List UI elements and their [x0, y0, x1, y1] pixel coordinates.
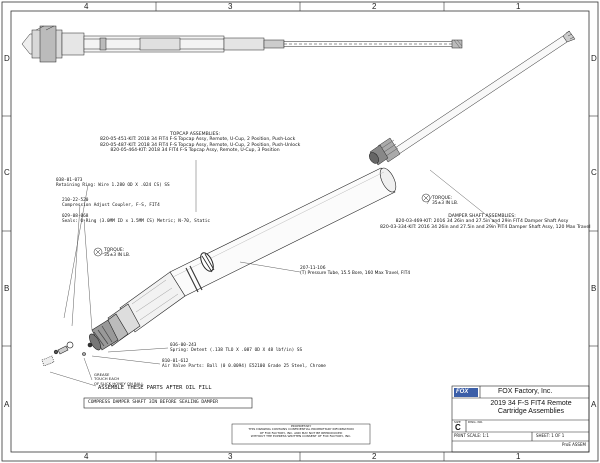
zone-col-4-top: 4 [84, 2, 89, 11]
proprietary-line: OF FOX FACTORY, INC. AND MAY NOT BE REPR… [259, 430, 343, 435]
grease-line: GREASE [94, 372, 110, 377]
zone-col-4-bottom: 4 [84, 452, 89, 461]
grease-line: TOUCH EACH [94, 376, 120, 382]
proprietary-box [231, 423, 371, 445]
torque-symbol-shaft [421, 193, 431, 203]
sheet-value: 1 OF 1 [551, 433, 565, 438]
software-label: ProE ASSEM [562, 442, 586, 447]
part-number: 210-22-520 [62, 198, 89, 203]
drawing-title: 2019 34 F-S FIT4 Remote Cartridge Assemb… [476, 400, 586, 416]
drawing-title-line2: Cartridge Assemblies [497, 408, 565, 416]
zone-row-b-right: B [591, 284, 597, 293]
part-description: Retaining Ring: Wire 1.280 OD X .024 CS)… [56, 183, 170, 189]
topcap-kit-line: 820-05-464-KIT: 2018 34 FIT4 F-S Topcap … [110, 147, 280, 153]
zone-row-c-right: C [591, 168, 597, 177]
torque-value: 35±3 IN LB. [432, 201, 459, 207]
zone-row-d-left: D [4, 54, 10, 63]
zone-col-3-top: 3 [228, 2, 233, 11]
callout-spring: 036-00-243 Spring: Detent (.138 TLO X .0… [170, 343, 302, 353]
pressure-tube [169, 167, 397, 297]
size-value: C [455, 423, 461, 432]
part-number: 036-00-243 [170, 343, 197, 348]
topcap-assemblies-heading: TOPCAP ASSEMBLIES: [169, 132, 221, 137]
drawing-title-line1: 2019 34 F-S FIT4 Remote [490, 400, 572, 407]
part-description: Air Valve Parts: Ball (0 0.0094) E52100 … [162, 364, 326, 370]
part-number: 029-08-068 [62, 214, 89, 219]
damper-shaft-heading: DAMPER SHAFT ASSEMBLIES: [448, 214, 516, 219]
torque-value: 35±3 IN LB. [104, 253, 131, 259]
zone-row-d-right: D [591, 54, 597, 63]
grease-line: OF SLICK HONEY ON BALL [94, 380, 144, 386]
part-number: 810-01-612 [162, 359, 189, 364]
sheet-info: SHEET: 1 OF 1 [536, 433, 565, 439]
proprietary-heading: PROPRIETARY [290, 424, 312, 428]
torque-label-line: TORQUE: [432, 196, 453, 201]
compress-note-box [83, 397, 253, 409]
part-number: 038-01-073 [56, 178, 83, 183]
zone-col-2-top: 2 [372, 2, 377, 11]
zone-col-2-bottom: 2 [372, 452, 377, 461]
callout-seals: 029-08-068 Seals: O-Ring (3.0MM ID x 1.5… [62, 214, 210, 224]
zone-col-1-top: 1 [516, 2, 521, 11]
torque-label-coupler: TORQUE: 35±3 IN LB. [104, 248, 130, 258]
topcap-kit-line: 820-05-451-KIT: 2018 34 FIT4 F-S Topcap … [100, 137, 296, 143]
zone-row-a-left: A [4, 400, 10, 409]
part-description: Compression Adjust Coupler, F-S, FIT4 [62, 203, 160, 209]
topcap-assembly [41, 271, 186, 367]
dwg-no-label: DWG. NO. [468, 419, 483, 424]
part-description: (T) Pressure Tube, 15.5 Bore, 160 Max Tr… [300, 271, 411, 277]
print-scale-label: PRINT SCALE: [454, 433, 482, 438]
print-scale: PRINT SCALE: 1:1 [454, 433, 489, 439]
compress-note: COMPRESS DAMPER SHAFT 3IN BEFORE SEALING… [88, 400, 218, 405]
topcap-kit-line: 820-05-487-KIT: 2018 34 FIT4 F-S Topcap … [100, 142, 301, 148]
zone-col-1-bottom: 1 [516, 452, 521, 461]
torque-label-shaft: TORQUE: 35±3 IN LB. [432, 196, 458, 206]
leader-lines [49, 160, 501, 387]
torque-symbol-coupler [93, 247, 103, 257]
damper-kit-line: 820-03-334-KIT: 2016 34 26in and 27.5in … [380, 224, 591, 230]
part-description: Seals: O-Ring (3.0MM ID x 1.5MM CS) Metr… [62, 219, 211, 225]
callout-ball: 810-01-612 Air Valve Parts: Ball (0 0.00… [162, 359, 326, 369]
callout-pressure-tube: 207-11-106 (T) Pressure Tube, 15.5 Bore,… [300, 266, 410, 276]
company-name: FOX Factory, Inc. [498, 388, 553, 395]
part-description: Spring: Detent (.138 TLO X .087 OD X 48 … [170, 348, 303, 354]
assemble-note: ASSEMBLE THESE PARTS AFTER OIL FILL [98, 385, 212, 391]
damper-shaft-diagonal [369, 30, 576, 166]
proprietary-line: WITHOUT THE EXPRESS WRITTEN CONSENT OF F… [250, 434, 352, 439]
sheet-label: SHEET: [536, 433, 550, 438]
zone-row-a-right: A [591, 400, 597, 409]
callout-compression-adjust: 210-22-520 Compression Adjust Coupler, F… [62, 198, 160, 208]
damper-shaft-assemblies-callout: DAMPER SHAFT ASSEMBLIES: 820-03-469-KIT:… [380, 214, 591, 230]
zone-col-3-bottom: 3 [228, 452, 233, 461]
part-number: 207-11-106 [300, 266, 326, 271]
topcap-assemblies-callout: TOPCAP ASSEMBLIES: 820-05-451-KIT: 2018 … [100, 132, 301, 153]
grease-note: GREASE TOUCH EACH OF SLICK HONEY ON BALL [94, 372, 144, 386]
fox-logo-block [454, 388, 478, 397]
fox-logo: FOX [456, 388, 469, 395]
damper-shaft-section-top [21, 25, 463, 63]
torque-label-line: TORQUE: [104, 248, 125, 253]
proprietary-notice: PROPRIETARY THIS DRAWING CONTAINS CONFID… [234, 424, 368, 439]
title-block-frame [451, 385, 590, 453]
callout-retaining-ring: 038-01-073 Retaining Ring: Wire 1.280 OD… [56, 178, 170, 188]
proprietary-line: THIS DRAWING CONTAINS CONFIDENTIAL PROPR… [248, 427, 354, 432]
zone-row-c-left: C [4, 168, 10, 177]
damper-kit-line: 820-03-469-KIT: 2016 34 26in and 27.5in … [395, 219, 569, 225]
size-label: SIZE [454, 419, 461, 424]
zone-row-b-left: B [4, 284, 10, 293]
print-scale-value: 1:1 [482, 433, 489, 438]
